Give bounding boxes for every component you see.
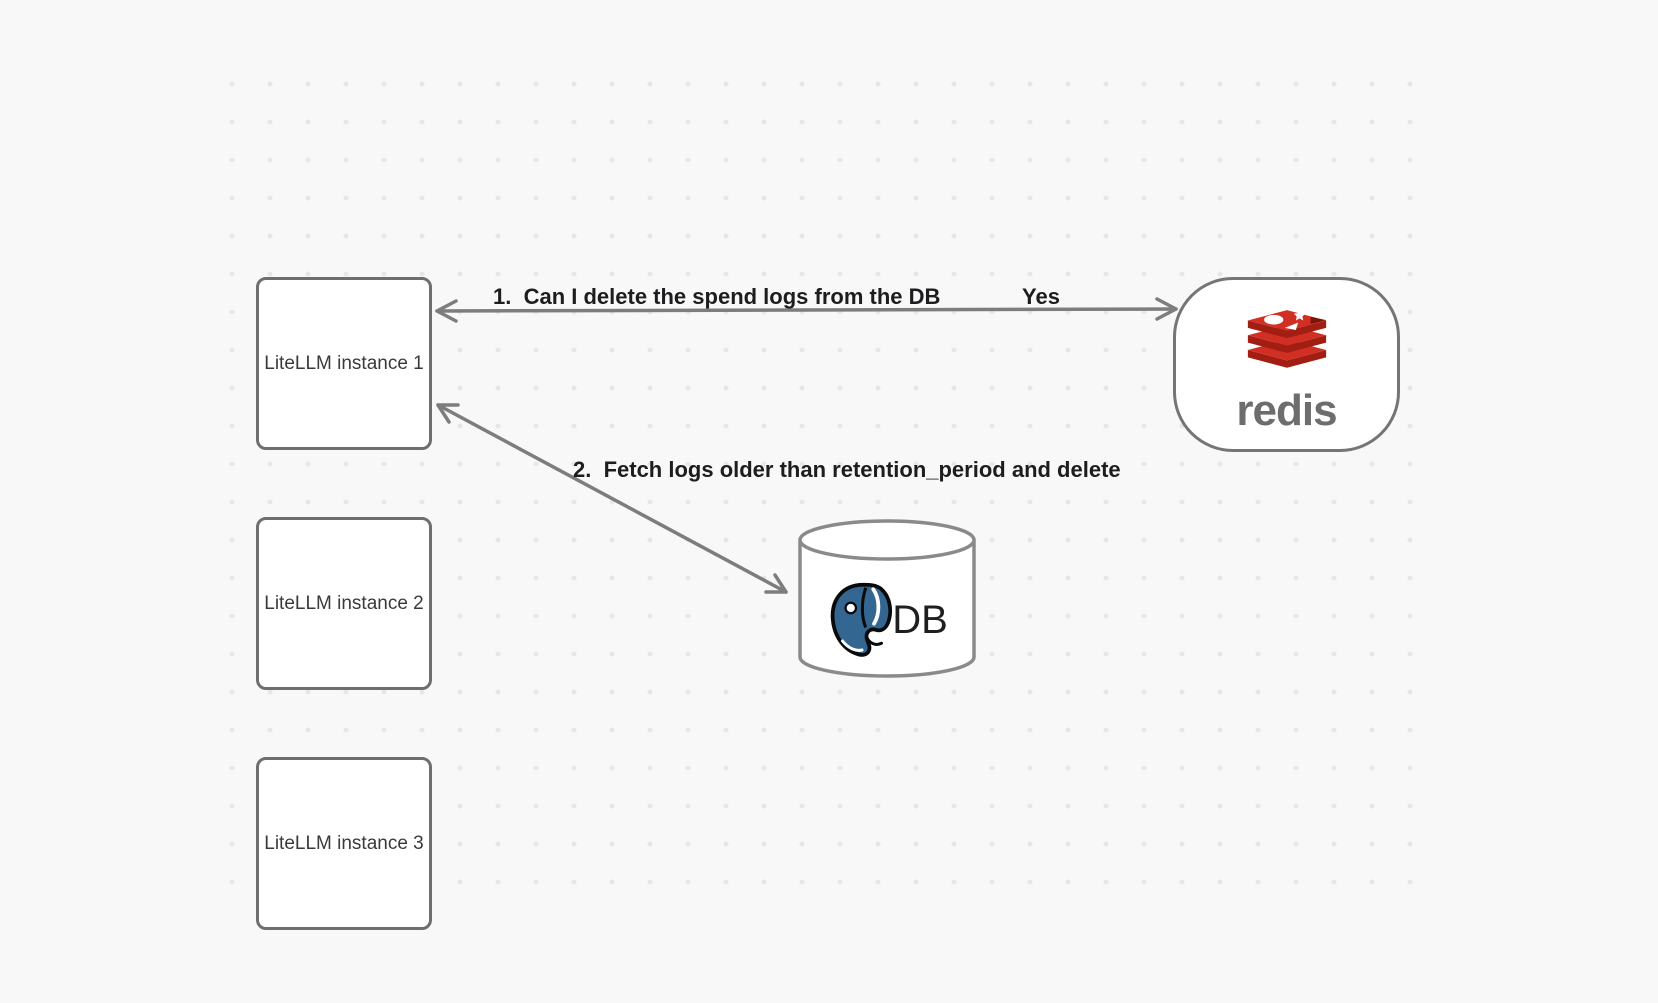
redis-logo-icon: [1247, 310, 1326, 368]
edge-label-delete-spend-logs: 1. Can I delete the spend logs from the …: [493, 284, 941, 309]
node-label: LiteLLM instance 3: [264, 832, 424, 854]
edge-label-yes: Yes: [1022, 284, 1060, 309]
postgresql-elephant-icon: [831, 582, 893, 657]
node-litellm-instance-3: LiteLLM instance 3: [256, 757, 432, 930]
node-label: LiteLLM instance 2: [264, 592, 424, 614]
node-redis: redis: [1173, 277, 1400, 452]
redis-wordmark: redis: [1236, 386, 1337, 435]
node-litellm-instance-2: LiteLLM instance 2: [256, 517, 432, 690]
arrow-instance1-db: [436, 403, 788, 594]
db-label: DB: [892, 598, 948, 642]
node-db-cylinder: DB: [797, 518, 977, 680]
node-label: LiteLLM instance 1: [264, 352, 424, 374]
node-litellm-instance-1: LiteLLM instance 1: [256, 277, 432, 450]
edge-label-fetch-logs: 2. Fetch logs older than retention_perio…: [573, 457, 1121, 482]
arrow-instance1-redis: [435, 297, 1178, 323]
database-cylinder-icon: [798, 519, 976, 678]
